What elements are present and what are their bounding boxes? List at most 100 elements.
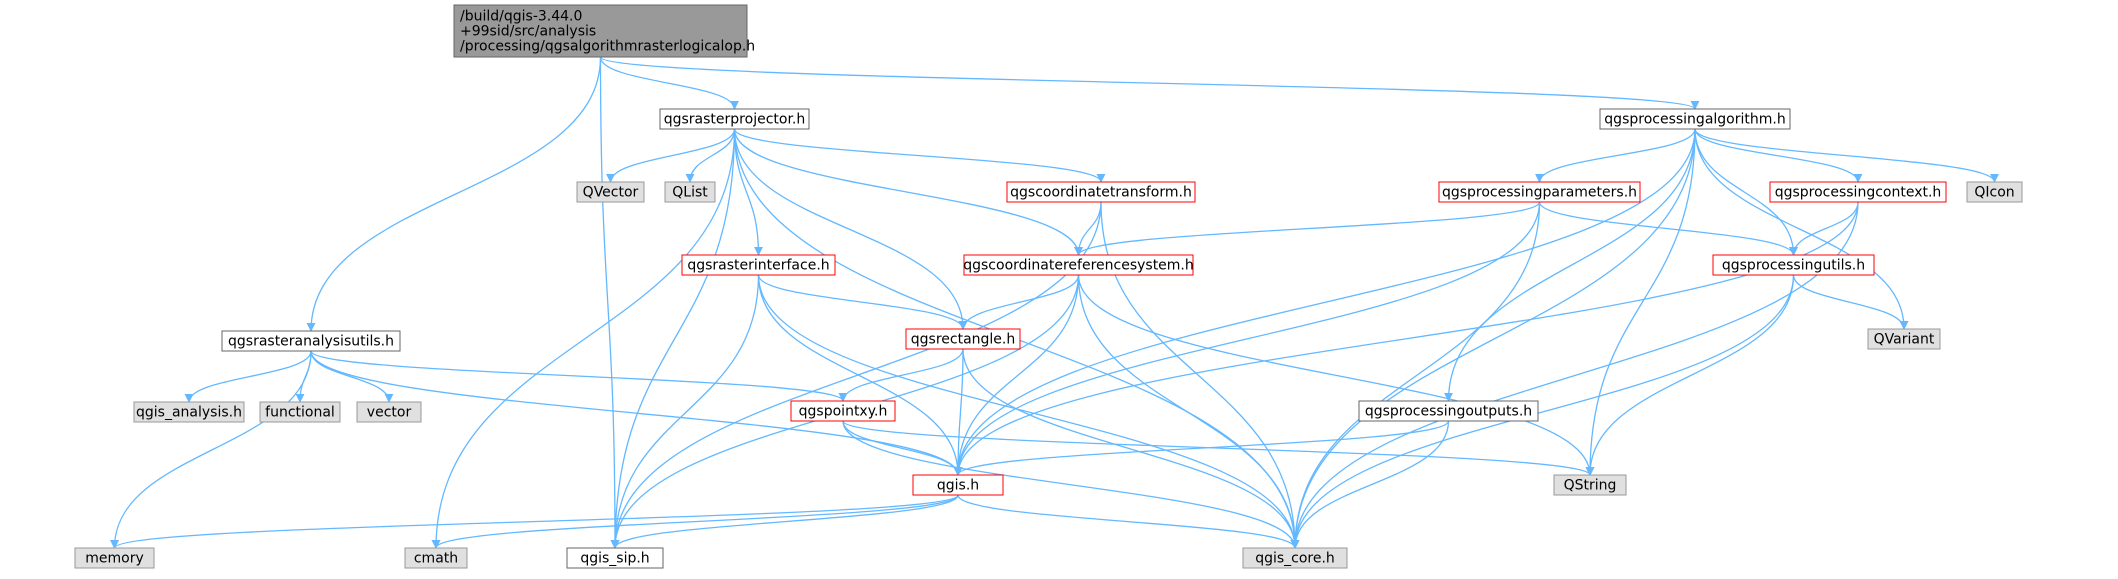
- node-label: qgsprocessingcontext.h: [1775, 185, 1942, 201]
- edge-coordinatereferencesystem-to-qgis_core: [1077, 274, 1300, 549]
- node-label: QIcon: [1974, 185, 2014, 201]
- node-memory[interactable]: memory: [74, 547, 155, 569]
- edge-root-to-processingalgorithm: [599, 56, 1700, 110]
- node-qgsprocessingoutputs-h[interactable]: qgsprocessingoutputs.h: [1358, 400, 1539, 422]
- node-box: [356, 401, 422, 423]
- node-label: qgis_core.h: [1255, 551, 1335, 567]
- edge-rectangle-to-pointxy: [838, 348, 964, 402]
- node-qgis-h[interactable]: qgis.h: [912, 474, 1004, 496]
- edge-processingcontext-to-qgis: [953, 201, 1859, 476]
- node-box: [1358, 400, 1539, 422]
- node-box: [1712, 254, 1875, 276]
- edge-rasterprojector-to-rasterinterface: [733, 128, 763, 256]
- node-qgsrectangle-h[interactable]: qgsrectangle.h: [905, 328, 1021, 350]
- node-box: [659, 108, 810, 130]
- edge-processingalgorithm-to-qgis_core: [1290, 128, 1696, 549]
- node-qvariant[interactable]: QVariant: [1867, 328, 1941, 350]
- node-label: qgsrasteranalysisutils.h: [228, 334, 394, 350]
- node-box: [1599, 108, 1791, 130]
- node-box: [576, 181, 645, 203]
- edge-root-to-rasteranalysisutils: [306, 56, 602, 332]
- node-qgsprocessingcontext-h[interactable]: qgsprocessingcontext.h: [1769, 181, 1947, 203]
- node-label: qgscoordinatetransform.h: [1010, 185, 1192, 201]
- node-label: /build/qgis-3.44.0: [460, 9, 582, 25]
- edge-layer: [110, 56, 1999, 549]
- edge-processingalgorithm-to-processingcontext: [1694, 128, 1863, 183]
- node-label: QVector: [583, 185, 639, 201]
- node-box: [566, 547, 664, 569]
- node-box: [133, 401, 245, 423]
- edge-coordinatereferencesystem-to-rectangle: [958, 274, 1080, 330]
- edge-root-to-qgis_sip: [599, 56, 620, 549]
- node-functional[interactable]: functional: [259, 401, 341, 423]
- node-box: [905, 328, 1021, 350]
- edge-processingparameters-to-qgis_core: [1290, 201, 1541, 549]
- node-qgis-core-h[interactable]: qgis_core.h: [1242, 547, 1348, 569]
- edge-processingalgorithm-to-processingutils: [1694, 128, 1798, 256]
- node-label: qgscoordinatereferencesystem.h: [963, 258, 1194, 274]
- node-label: QVariant: [1874, 332, 1935, 348]
- edge-processingalgorithm-to-qstring: [1585, 128, 1696, 476]
- node-qstring[interactable]: QString: [1553, 474, 1627, 496]
- edge-rasteranalysisutils-to-memory: [110, 350, 312, 549]
- node-qgsrasterinterface-h[interactable]: qgsrasterinterface.h: [681, 254, 836, 276]
- node-box: [681, 254, 836, 276]
- node-cmath[interactable]: cmath: [404, 547, 468, 569]
- edge-rasteranalysisutils-to-qgis_analysis: [184, 350, 312, 403]
- node-box: [74, 547, 155, 569]
- node-box: [1006, 181, 1196, 203]
- node-qgsrasterprojector-h[interactable]: qgsrasterprojector.h: [659, 108, 810, 130]
- edge-qgis-to-qgis_core: [957, 494, 1300, 549]
- node-box: [259, 401, 341, 423]
- node-qgspointxy-h[interactable]: qgspointxy.h: [790, 400, 896, 422]
- node-vector[interactable]: vector: [356, 401, 422, 423]
- node-qlist[interactable]: QList: [664, 181, 716, 203]
- node-qvector[interactable]: QVector: [576, 181, 645, 203]
- node-label: qgsprocessingoutputs.h: [1365, 404, 1532, 420]
- node-label: /processing/qgsalgorithmrasterlogicalop.…: [460, 39, 755, 55]
- edge-rectangle-to-qgis: [953, 348, 964, 476]
- node-box: [404, 547, 468, 569]
- edge-rasterinterface-to-qgis: [757, 274, 963, 476]
- node-label: qgsprocessingalgorithm.h: [1604, 112, 1785, 128]
- edge-rasteranalysisutils-to-qgis: [310, 350, 963, 476]
- node-box: [1966, 181, 2023, 203]
- node-qicon[interactable]: QIcon: [1966, 181, 2023, 203]
- node-box: [1867, 328, 1941, 350]
- edge-processingalgorithm-to-qicon: [1694, 128, 1999, 183]
- edge-rasterprojector-to-cmath: [431, 128, 736, 549]
- edge-processingalgorithm-to-qgis: [953, 128, 1696, 476]
- edge-processingutils-to-qgis_core: [1290, 274, 1795, 549]
- node-box: [1769, 181, 1947, 203]
- node-box: [790, 400, 896, 422]
- edge-rasterprojector-to-rectangle: [733, 128, 968, 330]
- node-label: qgsprocessingutils.h: [1722, 258, 1865, 274]
- edge-rectangle-to-qgis_core: [962, 348, 1300, 549]
- edge-rasteranalysisutils-to-pointxy: [310, 350, 848, 402]
- node-qgscoordinatereferencesystem-h[interactable]: qgscoordinatereferencesystem.h: [963, 254, 1194, 276]
- node-qgsprocessingutils-h[interactable]: qgsprocessingutils.h: [1712, 254, 1875, 276]
- node-box: [453, 4, 748, 58]
- node-label: memory: [85, 551, 144, 567]
- edge-processingparameters-to-coordinatereferencesystem: [1074, 201, 1541, 256]
- node-layer: /build/qgis-3.44.0+99sid/src/analysis/pr…: [74, 4, 2023, 569]
- edge-pointxy-to-qgis_core: [842, 420, 1300, 549]
- node-label: QList: [672, 185, 708, 201]
- edge-processingalgorithm-to-qvariant: [1694, 128, 1909, 330]
- edge-processingparameters-to-qgis: [953, 201, 1541, 476]
- node-qgscoordinatetransform-h[interactable]: qgscoordinatetransform.h: [1006, 181, 1196, 203]
- edge-rasterinterface-to-qgis_sip: [610, 274, 760, 549]
- edge-processingutils-to-qstring: [1585, 274, 1795, 476]
- node-qgsrasteranalysisutils-h[interactable]: qgsrasteranalysisutils.h: [221, 330, 401, 352]
- node-label: qgspointxy.h: [799, 404, 888, 420]
- edge-rasteranalysisutils-to-vector: [310, 350, 394, 403]
- node-qgis-sip-h[interactable]: qgis_sip.h: [566, 547, 664, 569]
- node-qgis-analysis-h[interactable]: qgis_analysis.h: [133, 401, 245, 423]
- node-box: [1438, 181, 1641, 203]
- edge-processingalgorithm-to-processingoutputs: [1444, 128, 1696, 402]
- node-processing-qgsalgorithmrasterlogicalop-h[interactable]: /build/qgis-3.44.0+99sid/src/analysis/pr…: [453, 4, 755, 58]
- node-label: cmath: [414, 551, 458, 567]
- node-qgsprocessingalgorithm-h[interactable]: qgsprocessingalgorithm.h: [1599, 108, 1791, 130]
- node-qgsprocessingparameters-h[interactable]: qgsprocessingparameters.h: [1438, 181, 1641, 203]
